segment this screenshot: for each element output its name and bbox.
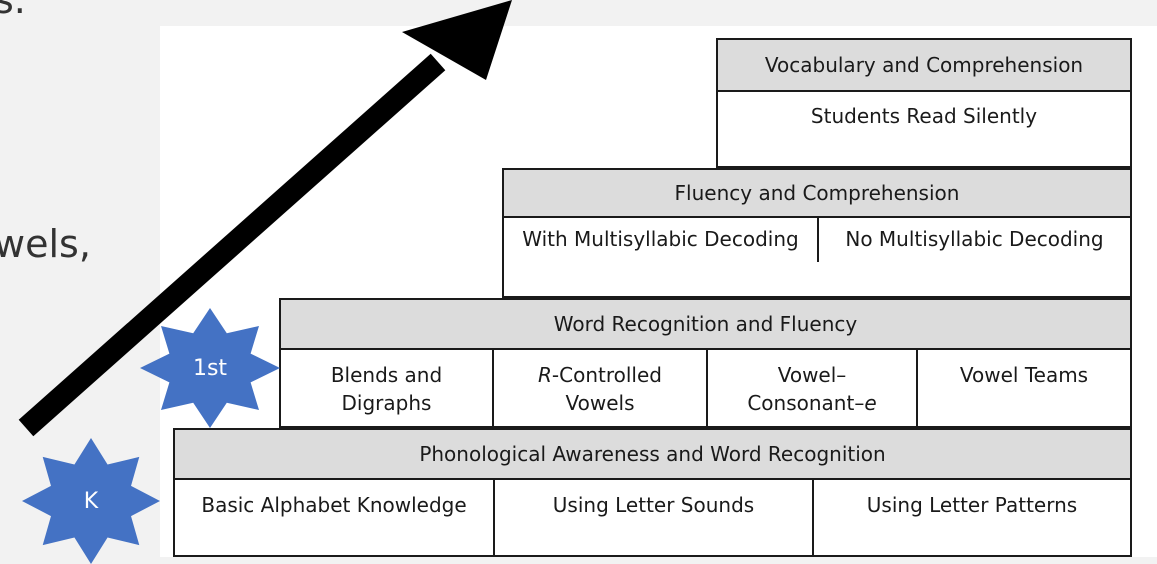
divider [916,350,918,426]
italic-letter: R [538,363,552,387]
level-cell: Vowel Teams [918,350,1130,389]
level-header: Fluency and Comprehension [504,170,1130,218]
divider [492,350,494,426]
level-header: Vocabulary and Comprehension [718,40,1130,92]
level-fluency-comprehension: Fluency and Comprehension With Multisyll… [502,168,1132,298]
slide-top-strip [0,0,1157,26]
grade-badge-k: K [22,438,160,564]
cell-text: No Multisyllabic Decoding [845,227,1104,251]
level-cell: No Multisyllabic Decoding [819,218,1130,253]
cell-text: Students Read Silently [810,104,1038,128]
slide-text-fragment-middle: wels, [0,222,91,266]
level-cell: With Multisyllabic Decoding [504,218,817,253]
level-header: Phonological Awareness and Word Recognit… [175,430,1130,480]
level-cell: Vowel– Consonant–e [708,350,916,417]
cell-text: Using Letter Patterns [866,493,1078,517]
cell-text: With Multisyllabic Decoding [522,227,799,251]
grade-badge-1st: 1st [140,308,280,428]
divider [817,218,819,262]
level-cell: Blends and Digraphs [281,350,492,417]
slide-text-fragment-top: s. [0,0,26,22]
badge-label: 1st [192,355,228,381]
badge-label: K [83,488,99,514]
cell-text-line1: Blends and [330,363,443,387]
cell-text-main: Consonant– [747,391,865,415]
level-cell: Using Letter Patterns [814,480,1130,519]
cell-text-line2: Consonant–e [747,389,876,417]
level-cell: Using Letter Sounds [495,480,812,519]
level-header: Word Recognition and Fluency [281,300,1130,350]
italic-letter: e [864,391,877,415]
level-word-recognition-fluency: Word Recognition and Fluency Blends and … [279,298,1132,428]
level-cell: Basic Alphabet Knowledge [175,480,493,519]
cell-text-line2: Digraphs [341,391,432,415]
cell-text-rest: -Controlled [551,363,662,387]
level-cell: Students Read Silently [718,92,1130,130]
level-cell: R-Controlled Vowels [494,350,706,417]
cell-text-line1: Vowel– [777,363,847,387]
cell-text: Basic Alphabet Knowledge [201,493,467,517]
cell-text-line2: Vowels [565,391,635,415]
cell-text-line1: R-Controlled [538,361,662,389]
divider [812,480,814,557]
divider [493,480,495,557]
level-vocabulary-comprehension: Vocabulary and Comprehension Students Re… [716,38,1132,168]
cell-text-line1: Vowel Teams [959,363,1089,387]
level-phonological-awareness: Phonological Awareness and Word Recognit… [173,428,1132,557]
cell-text: Using Letter Sounds [552,493,755,517]
divider [706,350,708,426]
